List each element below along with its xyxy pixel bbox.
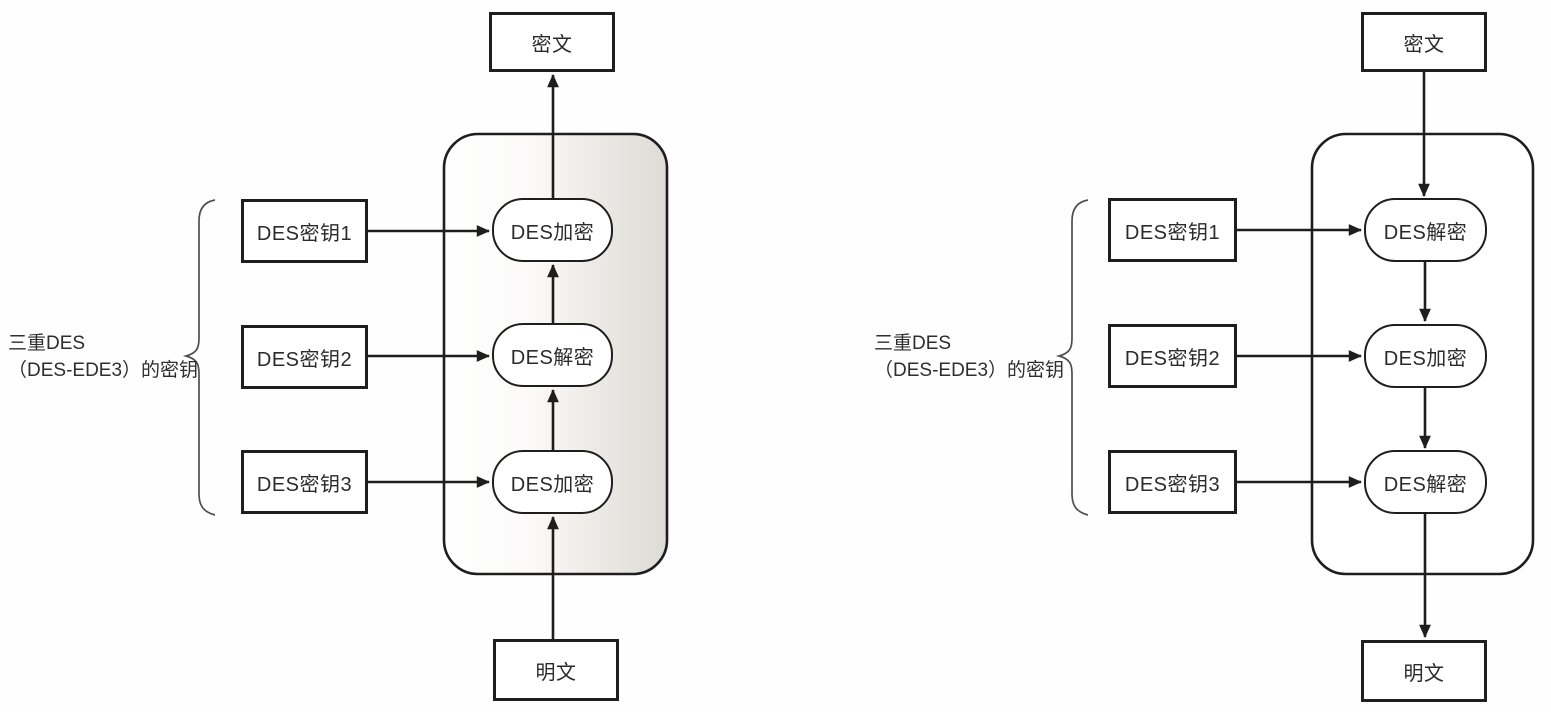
left-brace-label-line2: （DES-EDE3）的密钥 [8, 360, 199, 381]
left-key-2-box: DES密钥2 [241, 325, 368, 389]
right-plaintext-box: 明文 [1361, 640, 1487, 702]
left-stage-3-des-encrypt-node: DES加密 [492, 450, 613, 514]
left-keys-brace [182, 199, 216, 516]
left-plaintext-box: 明文 [493, 639, 619, 701]
right-key-1-box: DES密钥1 [1108, 198, 1237, 262]
right-key-3-box: DES密钥3 [1108, 450, 1237, 514]
right-brace-label-line2: （DES-EDE3）的密钥 [874, 360, 1065, 381]
right-brace-label: 三重DES （DES-EDE3）的密钥 [874, 330, 1064, 384]
left-ciphertext-box: 密文 [489, 12, 615, 72]
right-ciphertext-box: 密文 [1361, 12, 1487, 72]
left-key-1-box: DES密钥1 [241, 199, 368, 263]
left-brace-label: 三重DES （DES-EDE3）的密钥 [8, 330, 198, 384]
right-stage-1-des-decrypt-node: DES解密 [1364, 198, 1487, 262]
left-key-3-box: DES密钥3 [241, 450, 368, 514]
right-keys-brace [1055, 199, 1089, 516]
left-stage-1-des-encrypt-node: DES加密 [492, 198, 613, 262]
right-key-2-box: DES密钥2 [1108, 324, 1237, 388]
right-stage-2-des-encrypt-node: DES加密 [1364, 324, 1487, 388]
right-stage-3-des-decrypt-node: DES解密 [1364, 450, 1487, 514]
left-stage-2-des-decrypt-node: DES解密 [492, 323, 613, 387]
right-brace-label-line1: 三重DES [874, 333, 952, 354]
left-brace-label-line1: 三重DES [8, 333, 86, 354]
